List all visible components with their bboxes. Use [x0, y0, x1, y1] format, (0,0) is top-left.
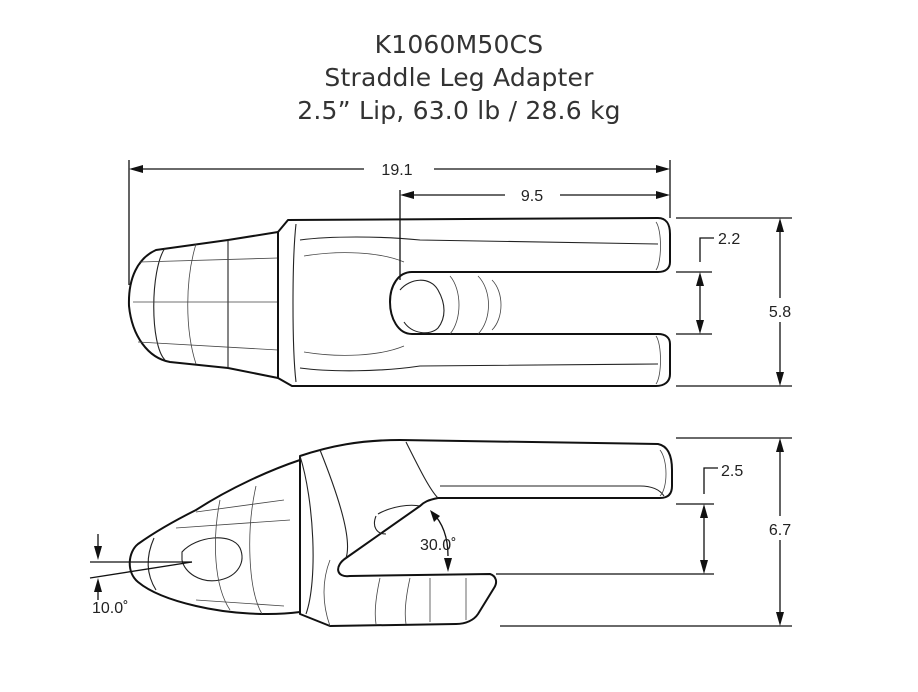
- arrowhead: [776, 612, 784, 626]
- nose-angle-label: 10.0˚: [92, 600, 128, 617]
- arrowhead: [776, 438, 784, 452]
- part-name: Straddle Leg Adapter: [324, 63, 594, 92]
- top-view-nose: [127, 231, 279, 379]
- arrowhead: [696, 320, 704, 334]
- top-view-slot: [399, 279, 445, 334]
- top-view-nose-line: [133, 257, 279, 351]
- top-view-slot-arc: [449, 275, 460, 335]
- top-view-body: [277, 217, 671, 387]
- arrowhead: [129, 165, 143, 173]
- side-view-body-line: [323, 559, 331, 627]
- side-view-leg-tip: [659, 449, 667, 497]
- part-specs: 2.5” Lip, 63.0 lb / 28.6 kg: [297, 96, 621, 125]
- side-view-body-line: [319, 449, 349, 559]
- arrowhead: [696, 272, 704, 286]
- angle-reference-line: [89, 561, 193, 579]
- arrowhead: [700, 560, 708, 574]
- side-view: [128, 439, 673, 627]
- part-number: K1060M50CS: [374, 30, 544, 59]
- overall-width-label: 5.8: [769, 304, 791, 321]
- side-view-body-line: [373, 515, 387, 535]
- title-block: K1060M50CS Straddle Leg Adapter 2.5” Lip…: [0, 28, 918, 127]
- leg-angle-label: 30.0˚: [420, 537, 456, 554]
- leg-thickness-label: 2.5: [721, 463, 743, 480]
- leader-line: [699, 237, 714, 262]
- side-view-nose-pocket: [181, 537, 243, 582]
- arrowhead: [94, 546, 102, 560]
- arrowhead: [700, 504, 708, 518]
- top-view-slot-arc: [491, 279, 502, 331]
- arrowhead: [400, 191, 414, 199]
- arrowhead: [444, 558, 452, 572]
- side-view-leg-line: [440, 485, 665, 497]
- arrowhead: [94, 578, 102, 592]
- top-view-collar-line: [292, 223, 297, 383]
- side-view-body-line: [377, 504, 421, 515]
- side-view-body-line: [405, 441, 439, 499]
- top-view-body-line: [299, 363, 659, 372]
- top-view-leg-tip: [655, 221, 661, 271]
- side-view-dimensions: 2.5 6.7 30.0˚ 10.0˚: [89, 437, 798, 627]
- side-view-body-line: [374, 577, 467, 625]
- top-view-dimensions: 19.1 9.5 2.2 5.8: [128, 160, 798, 387]
- overall-height-label: 6.7: [769, 522, 791, 539]
- top-view: [127, 217, 671, 387]
- label-background: [762, 516, 798, 540]
- leg-length-label: 9.5: [521, 188, 543, 205]
- arrowhead: [776, 218, 784, 232]
- top-view-body-line: [303, 252, 405, 263]
- top-view-slot-arc: [477, 275, 489, 335]
- overall-length-label: 19.1: [381, 162, 412, 179]
- arrowhead: [430, 510, 440, 522]
- arrowhead: [776, 372, 784, 386]
- side-view-nose-line: [175, 499, 291, 607]
- top-view-nose-line: [187, 243, 197, 365]
- arrowhead: [656, 191, 670, 199]
- side-view-nose-line: [215, 485, 263, 615]
- label-background: [762, 298, 798, 322]
- side-view-body: [299, 439, 673, 627]
- side-view-nose-line: [147, 537, 157, 591]
- top-view-leg-tip: [655, 335, 661, 385]
- arrowhead: [656, 165, 670, 173]
- side-view-nose: [128, 459, 301, 615]
- leader-line: [703, 467, 718, 494]
- top-view-body-line: [299, 236, 659, 245]
- side-view-collar-line: [299, 455, 314, 615]
- top-view-body-line: [303, 345, 405, 356]
- leg-width-label: 2.2: [718, 231, 740, 248]
- top-view-nose-line: [153, 247, 166, 361]
